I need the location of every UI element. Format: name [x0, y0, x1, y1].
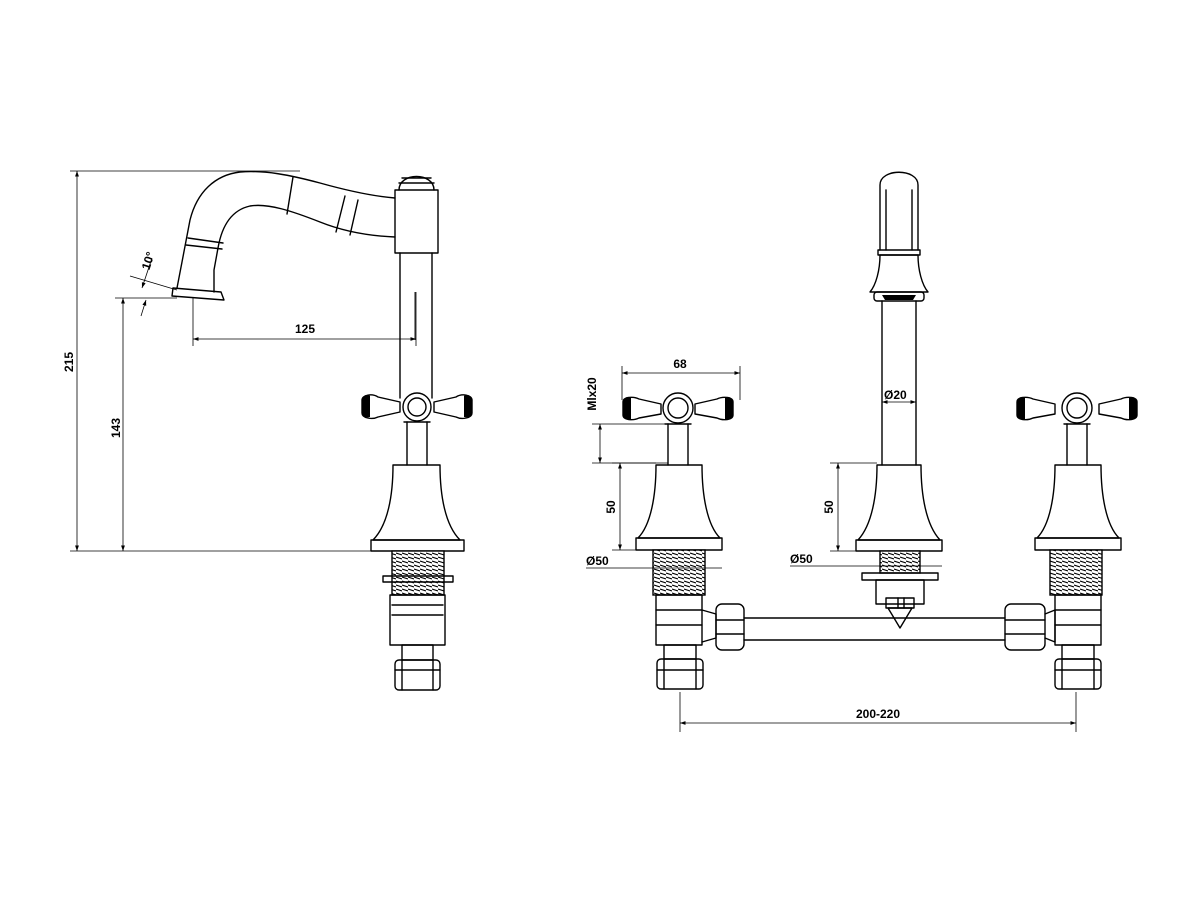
front-right-tap	[1016, 392, 1138, 690]
handle-body-height-label: 50	[604, 500, 618, 514]
spout-height-label: 143	[109, 418, 123, 438]
front-view: 68 Mlx20 50 Ø50 Ø20 50 Ø50 200-220	[585, 171, 1138, 732]
side-body-head	[394, 175, 439, 254]
side-handle	[361, 392, 473, 466]
centres-label: 200-220	[856, 707, 900, 721]
front-left-tap	[622, 392, 734, 690]
side-shank	[382, 550, 454, 691]
spout-angle-label: 10°	[139, 250, 158, 272]
spout-body-height-label: 50	[822, 500, 836, 514]
handle-base-diameter-label: Ø50	[586, 554, 609, 568]
side-view: 215 143 125 10°	[62, 170, 473, 691]
side-spout	[171, 170, 396, 301]
front-bridge-pipe	[701, 603, 1056, 651]
handle-width-label: 68	[673, 357, 687, 371]
side-dimensions: 215 143 125 10°	[62, 170, 417, 552]
side-column	[399, 252, 433, 399]
total-height-label: 215	[62, 352, 76, 372]
spout-diameter-label: Ø20	[884, 388, 907, 402]
handle-thread-label: Mlx20	[585, 377, 599, 411]
front-spout	[855, 171, 943, 629]
side-bell-body	[370, 464, 465, 552]
spout-reach-label: 125	[295, 322, 315, 336]
spout-base-diameter-label: Ø50	[790, 552, 813, 566]
front-dimensions: 68 Mlx20 50 Ø50 Ø20 50 Ø50 200-220	[585, 357, 1077, 732]
